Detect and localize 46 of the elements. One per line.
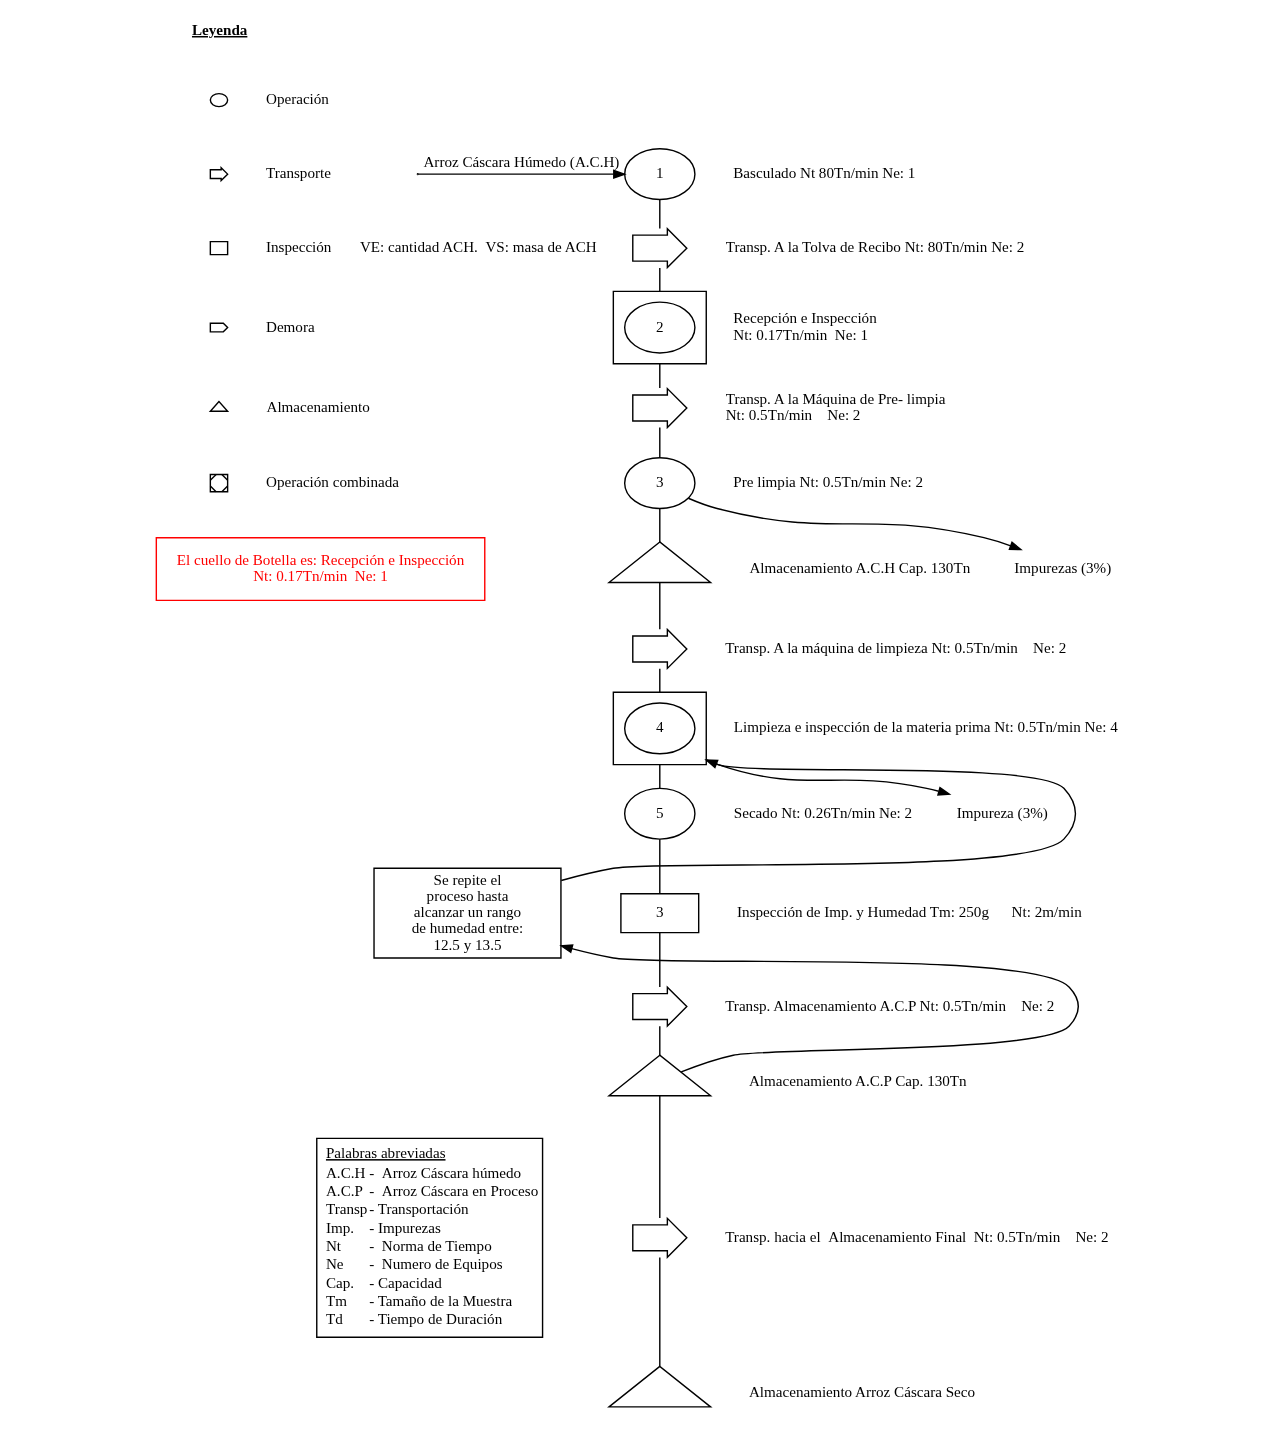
node-text: Impurezas (3%) [1014,560,1112,577]
edge-label: Arroz Cáscara Húmedo (A.C.H) [423,153,620,170]
label: Palabras abreviadas [325,1145,446,1162]
node-label: Almacenamiento Arroz Cáscara Seco [748,1384,976,1401]
node-label: Transp. A la Máquina de Pre- limpia [725,390,946,407]
node-text: Impureza (3%) [956,804,1048,821]
label: Imp. [325,1219,355,1236]
node-label: Almacenamiento A.C.P Cap. 130Tn [748,1073,967,1090]
label: - Tiempo de Duración [369,1311,503,1328]
label: A.C.H [325,1164,366,1181]
legend-label: Operación [265,91,329,108]
node-label: Pre limpia Nt: 0.5Tn/min Ne: 2 [733,474,923,491]
label: - Impurezas [369,1219,441,1236]
node-label: Transp. A la máquina de limpieza Nt: 0.5Tn/min Ne: 2 [725,639,1067,656]
node-label: Transp. A la Tolva de Recibo Nt: 80Tn/min Ne: 2 [725,239,1025,256]
label: Tm [325,1293,347,1310]
label: - Transportación [369,1201,469,1218]
label: - Norma de Tiempo [369,1237,492,1254]
node-label: Almacenamiento A.C.H Cap. 130Tn [749,560,971,577]
label: VE: cantidad ACH. VS: masa de ACH [359,239,597,256]
label: - Tamaño de la Muestra [369,1293,513,1310]
node-label: Nt: 0.17Tn/min Ne: 1 [733,326,868,343]
label: - Arroz Cáscara en Proceso [369,1182,539,1199]
label: - Arroz Cáscara húmedo [369,1164,522,1181]
node-label: Limpieza e inspección de la materia prima Nt: 0.5Tn/min Ne: 4 [733,719,1118,736]
label: Td [325,1311,343,1328]
node-label: Inspección de Imp. y Humedad Tm: 250g Nt: 2m/min [737,904,1082,921]
legend-label: Inspección [265,239,332,256]
label: A.C.P [325,1182,363,1199]
legend-label: Almacenamiento [266,399,370,416]
legend-label: Operación combinada [265,474,399,491]
label: Leyenda [191,21,248,38]
label: Cap. [325,1274,355,1291]
label: - Numero de Equipos [369,1256,503,1273]
legend-label: Demora [265,318,315,335]
node-label: Transp. Almacenamiento A.C.P Nt: 0.5Tn/min Ne: 2 [725,997,1055,1014]
label: - Capacidad [369,1274,442,1291]
label: Nt [325,1237,342,1254]
node-label: Basculado Nt 80Tn/min Ne: 1 [733,165,916,182]
legend-label: Transporte [265,165,331,182]
node-label: Nt: 0.5Tn/min Ne: 2 [725,407,861,424]
node-label: Recepción e Inspección [733,310,877,327]
node-label: Transp. hacia el Almacenamiento Final Nt: 0.5Tn/min Ne: 2 [725,1228,1109,1245]
label: Ne [325,1256,344,1273]
label: Transp [325,1201,368,1218]
node-label: Secado Nt: 0.26Tn/min Ne: 2 [733,804,913,821]
